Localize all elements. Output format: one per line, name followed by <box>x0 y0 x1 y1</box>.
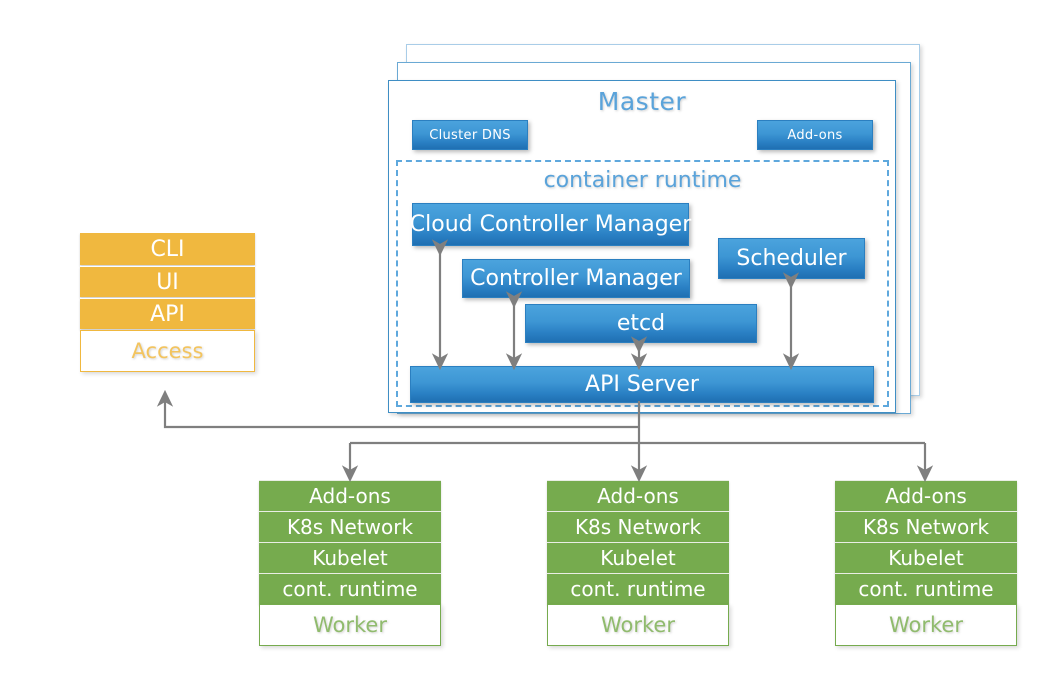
cluster-dns-label: Cluster DNS <box>429 127 511 143</box>
master-addons-box[interactable]: Add-ons <box>757 120 873 150</box>
worker-2-row-kubelet[interactable]: Kubelet <box>547 542 729 573</box>
worker-2-row-network[interactable]: K8s Network <box>547 511 729 542</box>
etcd-label: etcd <box>616 311 666 336</box>
worker-2-row-runtime-label: cont. runtime <box>570 577 706 601</box>
master-title: Master <box>597 87 687 116</box>
worker-1-footer-label: Worker <box>313 613 387 637</box>
container-runtime-title: container runtime <box>543 168 742 193</box>
worker-3-row-network-label: K8s Network <box>862 515 990 539</box>
worker-stack-3: Add-ons K8s Network Kubelet cont. runtim… <box>835 480 1017 658</box>
worker-3-footer-label: Worker <box>889 613 963 637</box>
access-footer-label: Access <box>131 339 204 363</box>
worker-3-row-kubelet-label: Kubelet <box>888 546 964 570</box>
worker-1-row-addons-label: Add-ons <box>309 484 391 508</box>
access-row-api-label: API <box>150 301 185 327</box>
master-addons-label: Add-ons <box>787 127 843 143</box>
api-server-label: API Server <box>585 372 699 397</box>
scheduler-box[interactable]: Scheduler <box>718 238 865 279</box>
cloud-controller-manager-label: Cloud Controller Manager <box>409 212 692 237</box>
scheduler-label: Scheduler <box>736 246 847 271</box>
access-row-api[interactable]: API <box>80 298 255 329</box>
container-runtime-box: container runtime <box>396 160 889 407</box>
worker-2-footer: Worker <box>547 604 729 646</box>
worker-2-row-addons-label: Add-ons <box>597 484 679 508</box>
access-row-cli-label: CLI <box>150 236 185 262</box>
cluster-dns-box[interactable]: Cluster DNS <box>412 120 528 150</box>
access-row-ui[interactable]: UI <box>80 266 255 297</box>
api-server-box[interactable]: API Server <box>410 366 874 403</box>
etcd-box[interactable]: etcd <box>525 304 757 343</box>
worker-2-row-network-label: K8s Network <box>574 515 702 539</box>
controller-manager-label: Controller Manager <box>470 266 682 291</box>
access-stack: CLI UI API Access <box>80 232 255 395</box>
worker-1-row-kubelet-label: Kubelet <box>312 546 388 570</box>
access-row-ui-label: UI <box>156 269 179 295</box>
worker-2-row-runtime[interactable]: cont. runtime <box>547 573 729 604</box>
worker-3-row-addons[interactable]: Add-ons <box>835 480 1017 511</box>
worker-3-row-kubelet[interactable]: Kubelet <box>835 542 1017 573</box>
worker-3-row-addons-label: Add-ons <box>885 484 967 508</box>
access-footer: Access <box>80 330 255 372</box>
worker-1-row-network[interactable]: K8s Network <box>259 511 441 542</box>
worker-1-footer: Worker <box>259 604 441 646</box>
controller-manager-box[interactable]: Controller Manager <box>462 259 690 298</box>
worker-2-row-addons[interactable]: Add-ons <box>547 480 729 511</box>
worker-1-row-runtime-label: cont. runtime <box>282 577 418 601</box>
worker-1-row-kubelet[interactable]: Kubelet <box>259 542 441 573</box>
worker-3-row-runtime-label: cont. runtime <box>858 577 994 601</box>
worker-stack-1: Add-ons K8s Network Kubelet cont. runtim… <box>259 480 441 658</box>
access-row-cli[interactable]: CLI <box>80 232 255 265</box>
worker-3-row-runtime[interactable]: cont. runtime <box>835 573 1017 604</box>
worker-stack-2: Add-ons K8s Network Kubelet cont. runtim… <box>547 480 729 658</box>
cloud-controller-manager-box[interactable]: Cloud Controller Manager <box>409 203 692 246</box>
worker-2-footer-label: Worker <box>601 613 675 637</box>
worker-1-row-addons[interactable]: Add-ons <box>259 480 441 511</box>
worker-1-row-network-label: K8s Network <box>286 515 414 539</box>
worker-3-footer: Worker <box>835 604 1017 646</box>
worker-1-row-runtime[interactable]: cont. runtime <box>259 573 441 604</box>
worker-3-row-network[interactable]: K8s Network <box>835 511 1017 542</box>
worker-2-row-kubelet-label: Kubelet <box>600 546 676 570</box>
